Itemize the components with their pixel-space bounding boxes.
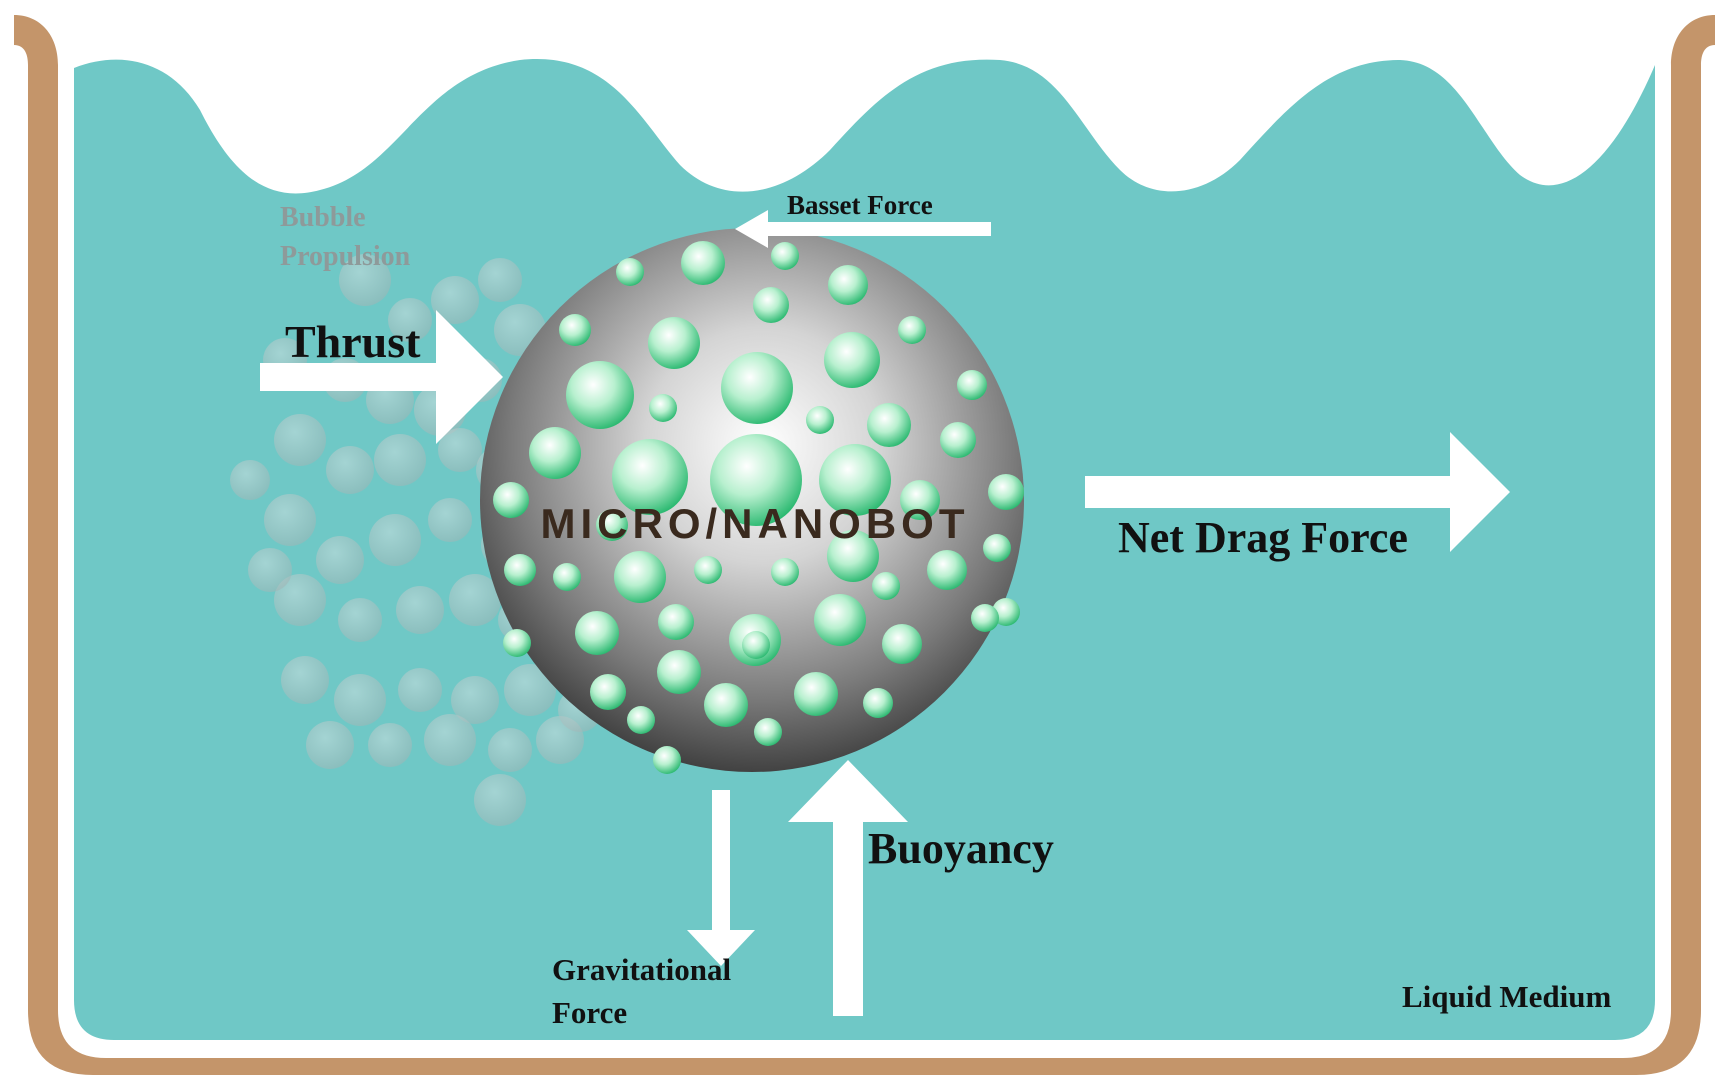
catalyst-bead bbox=[957, 370, 987, 400]
catalyst-bead bbox=[814, 594, 866, 646]
catalyst-beads bbox=[493, 241, 1024, 774]
catalyst-bead bbox=[992, 598, 1020, 626]
catalyst-bead bbox=[681, 241, 725, 285]
catalyst-bead bbox=[704, 683, 748, 727]
catalyst-bead bbox=[559, 314, 591, 346]
catalyst-bead bbox=[649, 394, 677, 422]
catalyst-bead bbox=[616, 258, 644, 286]
catalyst-bead bbox=[819, 444, 891, 516]
propulsion-bubble bbox=[339, 254, 391, 306]
propulsion-bubble bbox=[306, 721, 354, 769]
catalyst-bead bbox=[596, 509, 628, 541]
catalyst-bead bbox=[612, 439, 688, 515]
propulsion-bubble bbox=[478, 258, 522, 302]
bubble-propulsion-label-line2: Propulsion bbox=[280, 241, 411, 272]
catalyst-bead bbox=[648, 317, 700, 369]
bubble-propulsion-label-line1: Bubble bbox=[280, 202, 366, 233]
propulsion-bubble bbox=[274, 574, 326, 626]
catalyst-bead bbox=[824, 332, 880, 388]
catalyst-bead bbox=[940, 422, 976, 458]
catalyst-bead bbox=[590, 674, 626, 710]
catalyst-bead bbox=[771, 242, 799, 270]
catalyst-bead bbox=[553, 563, 581, 591]
catalyst-bead bbox=[828, 265, 868, 305]
propulsion-bubble bbox=[396, 586, 444, 634]
catalyst-bead bbox=[882, 624, 922, 664]
catalyst-bead bbox=[898, 316, 926, 344]
thrust-arrow bbox=[260, 310, 503, 444]
propulsion-bubble bbox=[504, 664, 556, 716]
propulsion-bubble bbox=[451, 676, 499, 724]
propulsion-bubble bbox=[398, 668, 442, 712]
catalyst-bead bbox=[742, 631, 770, 659]
catalyst-bead bbox=[983, 534, 1011, 562]
propulsion-bubble bbox=[248, 548, 292, 592]
propulsion-bubble bbox=[264, 494, 316, 546]
catalyst-bead bbox=[566, 361, 634, 429]
catalyst-bead bbox=[529, 427, 581, 479]
net-drag-force-arrow bbox=[1085, 432, 1510, 552]
catalyst-bead bbox=[971, 604, 999, 632]
catalyst-bead bbox=[988, 474, 1024, 510]
propulsion-bubble bbox=[368, 723, 412, 767]
propulsion-bubble bbox=[438, 428, 482, 472]
catalyst-bead bbox=[753, 287, 789, 323]
propulsion-bubble bbox=[369, 514, 421, 566]
catalyst-bead bbox=[710, 434, 802, 526]
propulsion-bubble bbox=[424, 714, 476, 766]
catalyst-bead bbox=[927, 550, 967, 590]
liquid-medium-label: Liquid Medium bbox=[1402, 979, 1611, 1014]
nanobot-label: MICRO/NANOBOT bbox=[541, 500, 970, 547]
propulsion-bubble bbox=[316, 536, 364, 584]
propulsion-bubble bbox=[230, 460, 270, 500]
catalyst-bead bbox=[721, 352, 793, 424]
propulsion-bubble bbox=[428, 498, 472, 542]
buoyancy-arrow bbox=[788, 760, 908, 1016]
propulsion-bubble bbox=[474, 774, 526, 826]
propulsion-bubble bbox=[338, 598, 382, 642]
propulsion-bubble bbox=[281, 656, 329, 704]
catalyst-bead bbox=[653, 746, 681, 774]
catalyst-bead bbox=[827, 530, 879, 582]
propulsion-bubble bbox=[326, 446, 374, 494]
catalyst-bead bbox=[806, 406, 834, 434]
catalyst-bead bbox=[754, 718, 782, 746]
propulsion-bubble bbox=[334, 674, 386, 726]
net-drag-force-label: Net Drag Force bbox=[1118, 513, 1408, 562]
basset-force-arrow bbox=[735, 210, 991, 248]
catalyst-bead bbox=[867, 403, 911, 447]
propulsion-bubble bbox=[449, 574, 501, 626]
basset-force-label: Basset Force bbox=[787, 190, 933, 220]
propulsion-bubble bbox=[274, 414, 326, 466]
buoyancy-label: Buoyancy bbox=[868, 824, 1054, 873]
catalyst-bead bbox=[493, 482, 529, 518]
catalyst-bead bbox=[657, 650, 701, 694]
catalyst-bead bbox=[863, 688, 893, 718]
catalyst-bead bbox=[614, 551, 666, 603]
catalyst-bead bbox=[575, 611, 619, 655]
propulsion-bubble bbox=[431, 276, 479, 324]
propulsion-bubble bbox=[374, 434, 426, 486]
propulsion-bubble bbox=[388, 298, 432, 342]
catalyst-bead bbox=[794, 672, 838, 716]
catalyst-bead bbox=[504, 554, 536, 586]
catalyst-bead bbox=[900, 480, 940, 520]
catalyst-bead bbox=[694, 556, 722, 584]
gravitational-force-label-line1: Gravitational bbox=[552, 952, 731, 987]
catalyst-bead bbox=[771, 558, 799, 586]
thrust-label: Thrust bbox=[285, 316, 421, 367]
catalyst-bead bbox=[503, 629, 531, 657]
gravitational-force-label-line2: Force bbox=[552, 995, 627, 1030]
catalyst-bead bbox=[658, 604, 694, 640]
propulsion-bubble bbox=[488, 728, 532, 772]
catalyst-bead bbox=[872, 572, 900, 600]
gravitational-force-arrow bbox=[687, 790, 755, 966]
catalyst-bead bbox=[627, 706, 655, 734]
